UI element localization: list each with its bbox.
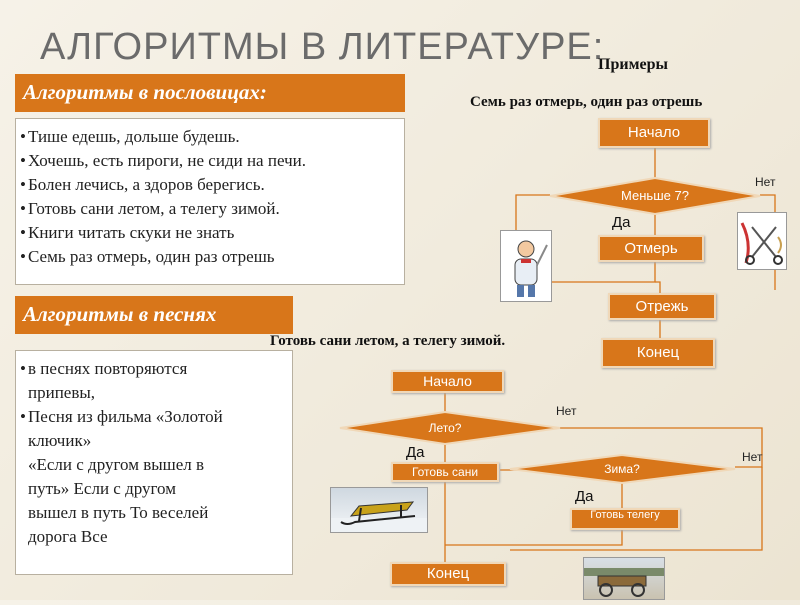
condition-diamond-winter bbox=[509, 453, 736, 485]
proverbs-header: Алгоритмы в пословицах: bbox=[15, 74, 405, 112]
song-line: вышел в путь То веселей bbox=[28, 503, 209, 522]
flow1-no-label: Нет bbox=[755, 175, 776, 189]
songs-header: Алгоритмы в песнях bbox=[15, 296, 293, 334]
song-line: дорога Все bbox=[28, 527, 108, 546]
proverb-item: Семь раз отмерь, один раз отрешь bbox=[20, 245, 404, 269]
flow1-measure-box: Отмерь bbox=[598, 235, 704, 262]
flow1-end-box: Конец bbox=[601, 338, 715, 368]
connector-line bbox=[445, 530, 623, 546]
examples-label: Примеры bbox=[598, 56, 668, 73]
song-line: ключик» bbox=[28, 431, 92, 450]
proverb-item: Хочешь, есть пироги, не сиди на печи. bbox=[20, 149, 404, 173]
proverb-item: Болен лечись, а здоров берегись. bbox=[20, 173, 404, 197]
proverbs-list: Тише едешь, дольше будешь. Хочешь, есть … bbox=[16, 125, 404, 269]
song-line: «Если с другом вышел в bbox=[28, 455, 205, 474]
sled-image bbox=[330, 487, 428, 533]
scissors-image bbox=[737, 212, 787, 270]
songs-list: в песнях повторяются припевы, Песня из ф… bbox=[16, 357, 292, 549]
flow2-action1-box: Готовь сани bbox=[391, 462, 499, 482]
song-line: припевы, bbox=[28, 383, 96, 402]
flow1-condition-label: Меньше 7? bbox=[621, 188, 689, 203]
no-branch-line bbox=[510, 467, 763, 551]
measuring-man-image bbox=[500, 230, 552, 302]
flow2-no2-label: Нет bbox=[742, 450, 763, 464]
songs-box: в песнях повторяются припевы, Песня из ф… bbox=[15, 350, 293, 575]
song-line: путь» Если с другом bbox=[28, 479, 176, 498]
flow2-start-box: Начало bbox=[391, 370, 504, 393]
flow1-start-box: Начало bbox=[598, 118, 710, 148]
flow2-condition1-label: Лето? bbox=[428, 421, 462, 435]
proverb-item: Тише едешь, дольше будешь. bbox=[20, 125, 404, 149]
proverbs-box: Тише едешь, дольше будешь. Хочешь, есть … bbox=[15, 118, 405, 285]
song-line: в песнях повторяются bbox=[20, 357, 292, 381]
song-line: Песня из фильма «Золотой bbox=[20, 405, 292, 429]
condition-diamond-less-than-7 bbox=[549, 176, 761, 216]
no-branch-line bbox=[560, 427, 763, 468]
flow2-action2-box: Готовь телегу bbox=[570, 508, 680, 530]
connector-line bbox=[655, 281, 661, 293]
proverb-item: Книги читать скуки не знать bbox=[20, 221, 404, 245]
flow2-yes1-label: Да bbox=[406, 444, 425, 461]
flow1-caption: Семь раз отмерь, один раз отрешь bbox=[470, 94, 703, 110]
flow2-condition2-label: Зима? bbox=[604, 462, 640, 476]
flow2-no1-label: Нет bbox=[556, 404, 577, 418]
condition-diamond-summer bbox=[339, 410, 561, 446]
slide-title: АЛГОРИТМЫ В ЛИТЕРАТУРЕ: bbox=[40, 26, 605, 68]
flow2-caption: Готовь сани летом, а телегу зимой. bbox=[270, 333, 506, 349]
flow2-end-box: Конец bbox=[390, 562, 506, 586]
flow1-cut-box: Отрежь bbox=[608, 293, 716, 320]
flow2-yes2-label: Да bbox=[575, 488, 594, 505]
flow1-yes-label: Да bbox=[612, 214, 631, 231]
cart-image bbox=[583, 557, 665, 600]
proverb-item: Готовь сани летом, а телегу зимой. bbox=[20, 197, 404, 221]
